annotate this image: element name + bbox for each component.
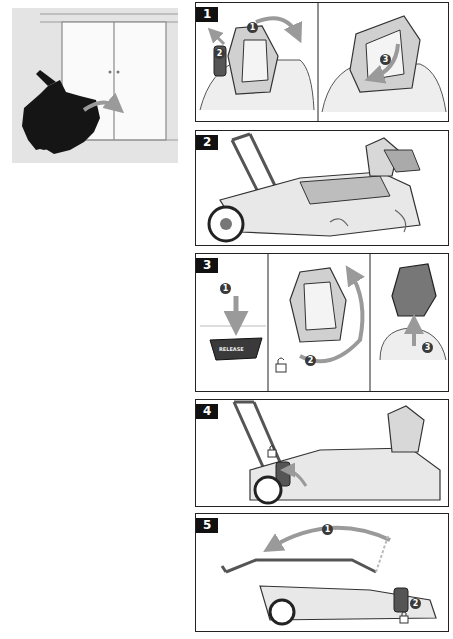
- step-panel: 4: [195, 399, 449, 507]
- step-panel: 3: [195, 253, 449, 392]
- step-panel: 2: [195, 130, 449, 246]
- button-label: RELEASE: [219, 346, 244, 352]
- step-number: 3: [196, 258, 218, 273]
- callout-number: 2: [305, 355, 316, 366]
- step-number: 4: [196, 404, 218, 419]
- step-panel: 1: [195, 2, 449, 122]
- callout-number: 1: [220, 283, 231, 294]
- step-number: 2: [196, 135, 218, 150]
- callout-number: 1: [247, 22, 258, 33]
- callout-number: 2: [410, 598, 421, 609]
- callout-number: 3: [422, 342, 433, 353]
- step-number: 5: [196, 518, 218, 533]
- step-number: 1: [196, 7, 218, 22]
- callout-number: 3: [380, 54, 391, 65]
- callout-number: 1: [322, 524, 333, 535]
- callout-number: 2: [214, 48, 225, 59]
